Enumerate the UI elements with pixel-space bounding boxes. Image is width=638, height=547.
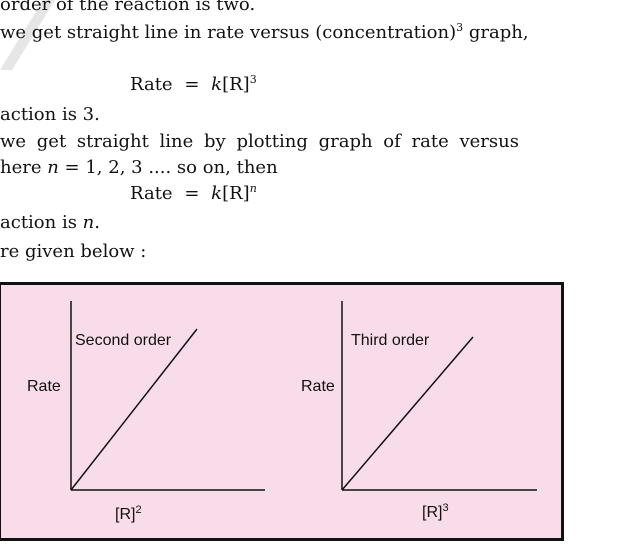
- line2-suffix: graph,: [463, 22, 529, 43]
- text-line-9: re given below :: [0, 241, 146, 263]
- text-line-2: we get straight line in rate versus (con…: [0, 22, 529, 44]
- graph1-xlabel-sup: 2: [135, 504, 141, 516]
- graph-third-order: Third order Rate [R]3: [301, 301, 537, 521]
- eq1-concentration: [R]: [222, 74, 250, 95]
- line4-value: 3.: [82, 104, 100, 125]
- eq2-k: k: [211, 183, 223, 204]
- text-line-5: we get straight line by plotting graph o…: [0, 131, 519, 153]
- graph1-rate-line: [70, 328, 198, 491]
- line2-sup: 3: [456, 21, 464, 34]
- line8-n: n: [82, 212, 95, 233]
- eq2-exponent: n: [249, 182, 257, 195]
- eq2-concentration: [R]: [222, 183, 250, 204]
- figure-box: Second order Rate [R]2 Third order Rate …: [0, 282, 564, 541]
- line9-text: re given below :: [0, 241, 147, 262]
- equation-2: Rate = k[R]n: [130, 183, 257, 205]
- text-line-4: action is 3.: [0, 104, 100, 126]
- graph1-title: Second order: [75, 332, 172, 349]
- graph2-xlabel-sup: 3: [442, 502, 448, 514]
- line6-n: n: [47, 157, 59, 178]
- graph2-xlabel: [R]3: [422, 502, 449, 521]
- figure-graphs: Second order Rate [R]2 Third order Rate …: [27, 301, 537, 523]
- watermark-mark: [0, 0, 55, 70]
- text-line-8: action is n.: [0, 212, 100, 234]
- text-line-1: order of the reaction is two.: [0, 0, 255, 16]
- line8-suffix: .: [94, 212, 100, 233]
- graph2-ylabel: Rate: [301, 378, 335, 395]
- equation-1: Rate = k[R]3: [130, 74, 257, 96]
- graph1-ylabel: Rate: [27, 378, 61, 395]
- line1-text: order of the reaction is two.: [0, 0, 256, 15]
- graph1-xlabel-base: [R]: [115, 506, 135, 523]
- line8-prefix: action is: [0, 212, 83, 233]
- line6-suffix: = 1, 2, 3 .... so on, then: [58, 157, 278, 178]
- eq1-equals: =: [184, 74, 200, 95]
- graph2-xlabel-base: [R]: [422, 504, 442, 521]
- text-line-6: here n = 1, 2, 3 .... so on, then: [0, 157, 278, 179]
- graph2-title: Third order: [351, 332, 430, 349]
- eq2-equals: =: [184, 183, 200, 204]
- line5-text: we get straight line by plotting graph o…: [0, 131, 519, 152]
- eq1-k: k: [211, 74, 223, 95]
- line6-prefix: here: [0, 157, 48, 178]
- eq1-exponent: 3: [249, 73, 257, 86]
- graph2-rate-line: [341, 336, 474, 491]
- line2-text: we get straight line in rate versus (con…: [0, 22, 457, 43]
- graph1-xlabel: [R]2: [115, 504, 142, 523]
- graph-second-order: Second order Rate [R]2: [27, 301, 265, 523]
- eq1-rate: Rate: [130, 74, 173, 95]
- line4-text: action is: [0, 104, 83, 125]
- eq2-rate: Rate: [130, 183, 173, 204]
